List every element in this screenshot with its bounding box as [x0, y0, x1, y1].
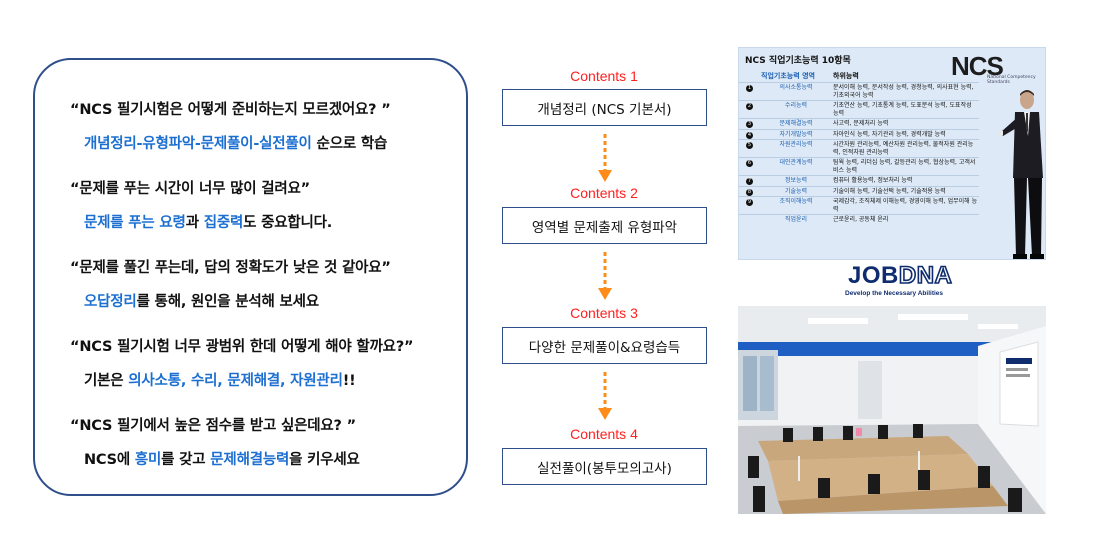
answer-highlight: 오답정리 [84, 294, 137, 310]
ncs-row: 6 대인관계능력 팀웍 능력, 리더십 능력, 갈등관리 능력, 협상능력, 고객서… [739, 157, 979, 175]
ncs-row-area: 기술능력 [784, 187, 808, 195]
answer-text: 도 중요합니다. [243, 215, 333, 231]
contents-box-1: 개념정리 (NCS 기본서) [502, 89, 707, 126]
ncs-row-area: 자원관리능력 [779, 141, 813, 148]
qa-question: “문제를 풀긴 푸는데, 답의 정확도가 낮은 것 같아요” [70, 260, 391, 276]
ncs-row-sub: 기초연산 능력, 기초통계 능력, 도표분석 능력, 도표작성 능력 [833, 102, 972, 117]
ncs-row-sub: 자아인식 능력, 자기관리 능력, 경력개발 능력 [833, 130, 946, 138]
ncs-row-sub: 국제감각, 조직체제 이해능력, 경영이해 능력, 업무이해 능력 [833, 198, 978, 213]
ncs-row-number: 9 [746, 199, 753, 206]
ncs-row-sub: 컴퓨터 활용능력, 정보처리 능력 [833, 177, 913, 184]
answer-text: 순으로 학습 [311, 136, 388, 152]
ncs-row: 3 문제해결능력 사고력, 문제처리 능력 [739, 118, 979, 129]
ncs-row-number: 5 [746, 142, 753, 149]
ncs-row-area: 의사소통능력 [779, 84, 813, 91]
qa-item: “NCS 필기에서 높은 점수를 받고 싶은데요? ” NCS에 흥미를 갖고 문… [70, 414, 470, 469]
jobdna-logo: JOBDNA [848, 261, 953, 290]
ncs-row-area: 대인관계능력 [779, 159, 813, 166]
ncs-logo: NCS [951, 51, 1004, 81]
ncs-row-number: 3 [746, 121, 753, 128]
answer-highlight: 집중력 [203, 215, 244, 231]
dotted-arrow-down-icon [598, 372, 612, 420]
ncs-row: 7 정보능력 컴퓨터 활용능력, 정보처리 능력 [739, 175, 979, 186]
qa-item: “NCS 필기시험은 어떻게 준비하는지 모르겠어요? ” 개념정리-유형파악-문… [70, 98, 470, 153]
ncs-row-area: 자기개발능력 [779, 130, 813, 138]
qa-question: “NCS 필기에서 높은 점수를 받고 싶은데요? ” [70, 418, 356, 434]
contents-label-2: Contents 2 [570, 185, 638, 201]
ncs-logo-subtitle: National Competency Standards [987, 75, 1036, 85]
ncs-row: 8 기술능력 기술이해 능력, 기술선택 능력, 기술적용 능력 [739, 185, 979, 197]
qa-item: “문제를 푸는 시간이 너무 많이 걸려요” 문제를 푸는 요령과 집중력도 중요… [70, 177, 470, 232]
qa-answer: 개념정리-유형파악-문제풀이-실전풀이 순으로 학습 [70, 132, 470, 153]
ncs-row-sub: 근로윤리, 공동체 윤리 [833, 216, 889, 223]
ncs-table-rows: 1 의사소통능력 문서이해 능력, 문서작성 능력, 경청능력, 의사표현 능력, … [739, 82, 979, 225]
answer-text: 을 키우세요 [289, 452, 360, 468]
qa-panel: “NCS 필기시험은 어떻게 준비하는지 모르겠어요? ” 개념정리-유형파악-문… [33, 58, 468, 496]
ncs-row: 2 수리능력 기초연산 능력, 기초통계 능력, 도표분석 능력, 도표작성 능력 [739, 100, 979, 118]
dotted-arrow-down-icon [598, 134, 612, 182]
answer-highlight: 개념정리-유형파악-문제풀이-실전풀이 [84, 136, 312, 152]
ncs-row-number: 4 [746, 131, 753, 139]
contents-box-2: 영역별 문제출제 유형파악 [502, 207, 707, 244]
ncs-row-area: 조직이해능력 [779, 198, 813, 205]
qa-item: “문제를 풀긴 푸는데, 답의 정확도가 낮은 것 같아요” 오답정리를 통해, … [70, 256, 470, 311]
answer-highlight: 의사소통, 수리, 문제해결, 자원관리 [128, 373, 343, 389]
contents-label-4: Contents 4 [570, 426, 638, 442]
ncs-row-number: 8 [746, 188, 753, 196]
ncs-row-number: 2 [746, 103, 753, 110]
businessman-pointing-illustration [997, 90, 1044, 259]
ncs-row: 5 자원관리능력 시간자원 관리능력, 예산자원 관리능력, 물적자원 관리능력, … [739, 139, 979, 157]
ncs-row-number: 7 [746, 178, 753, 185]
ncs-row: 직업윤리 근로윤리, 공동체 윤리 [739, 214, 979, 225]
ncs-col-sub: 하위능력 [833, 72, 859, 80]
ncs-col-area: 직업기초능력 영역 [761, 72, 815, 80]
qa-answer: 오답정리를 통해, 원인을 분석해 보세요 [70, 290, 470, 311]
qa-item: “NCS 필기시험 너무 광범위 한데 어떻게 해야 할까요?” 기본은 의사소통… [70, 335, 470, 390]
ncs-row-sub: 시간자원 관리능력, 예산자원 관리능력, 물적자원 관리능력, 인적자원 관리… [833, 141, 974, 156]
answer-text: 기본은 [84, 373, 129, 389]
ncs-row: 1 의사소통능력 문서이해 능력, 문서작성 능력, 경청능력, 의사표현 능력, … [739, 82, 979, 100]
ncs-row-number: 6 [746, 160, 753, 167]
ncs-row: 9 조직이해능력 국제감각, 조직체제 이해능력, 경영이해 능력, 업무이해 능력 [739, 196, 979, 214]
ncs-row: 4 자기개발능력 자아인식 능력, 자기관리 능력, 경력개발 능력 [739, 128, 979, 140]
answer-text: 를 갖고 [161, 452, 211, 468]
contents-box-3: 다양한 문제풀이&요령습득 [502, 327, 707, 364]
contents-box-4: 실전풀이(봉투모의고사) [502, 448, 707, 485]
classroom-photo [738, 306, 1046, 514]
qa-answer: NCS에 흥미를 갖고 문제해결능력을 키우세요 [70, 448, 470, 469]
dotted-arrow-down-icon [598, 252, 612, 300]
ncs-row-area: 직업윤리 [784, 216, 808, 223]
ncs-row-area: 정보능력 [784, 177, 808, 184]
answer-text: 를 통해, 원인을 분석해 보세요 [136, 294, 320, 310]
qa-question: “문제를 푸는 시간이 너무 많이 걸려요” [70, 181, 310, 197]
qa-question: “NCS 필기시험은 어떻게 준비하는지 모르겠어요? ” [70, 102, 391, 118]
ncs-row-sub: 기술이해 능력, 기술선택 능력, 기술적용 능력 [833, 187, 946, 195]
qa-question: “NCS 필기시험 너무 광범위 한데 어떻게 해야 할까요?” [70, 339, 414, 355]
ncs-row-sub: 사고력, 문제처리 능력 [833, 120, 889, 127]
answer-text: NCS에 [84, 452, 135, 468]
ncs-row-number: 1 [746, 85, 753, 92]
ncs-row-area: 문제해결능력 [779, 120, 813, 127]
ncs-table-title: NCS 직업기초능력 10항목 [745, 56, 851, 66]
ncs-ability-table: NCS 직업기초능력 10항목 NCS National Competency … [738, 47, 1046, 260]
contents-label-3: Contents 3 [570, 305, 638, 321]
ncs-row-sub: 문서이해 능력, 문서작성 능력, 경청능력, 의사표현 능력, 기초외국어 능… [833, 84, 974, 99]
answer-highlight: 문제를 푸는 요령 [84, 215, 186, 231]
answer-highlight: 문제해결능력 [210, 452, 290, 468]
qa-answer: 문제를 푸는 요령과 집중력도 중요합니다. [70, 211, 470, 232]
answer-highlight: 흥미 [134, 452, 162, 468]
contents-label-1: Contents 1 [570, 68, 638, 84]
ncs-row-area: 수리능력 [784, 102, 808, 109]
jobdna-tagline: Develop the Necessary Abilities [845, 290, 944, 297]
answer-text: 과 [185, 215, 204, 231]
qa-answer: 기본은 의사소통, 수리, 문제해결, 자원관리!! [70, 369, 470, 390]
answer-text: !! [342, 373, 356, 389]
ncs-row-sub: 팀웍 능력, 리더십 능력, 갈등관리 능력, 협상능력, 고객서비스 능력 [833, 159, 976, 174]
